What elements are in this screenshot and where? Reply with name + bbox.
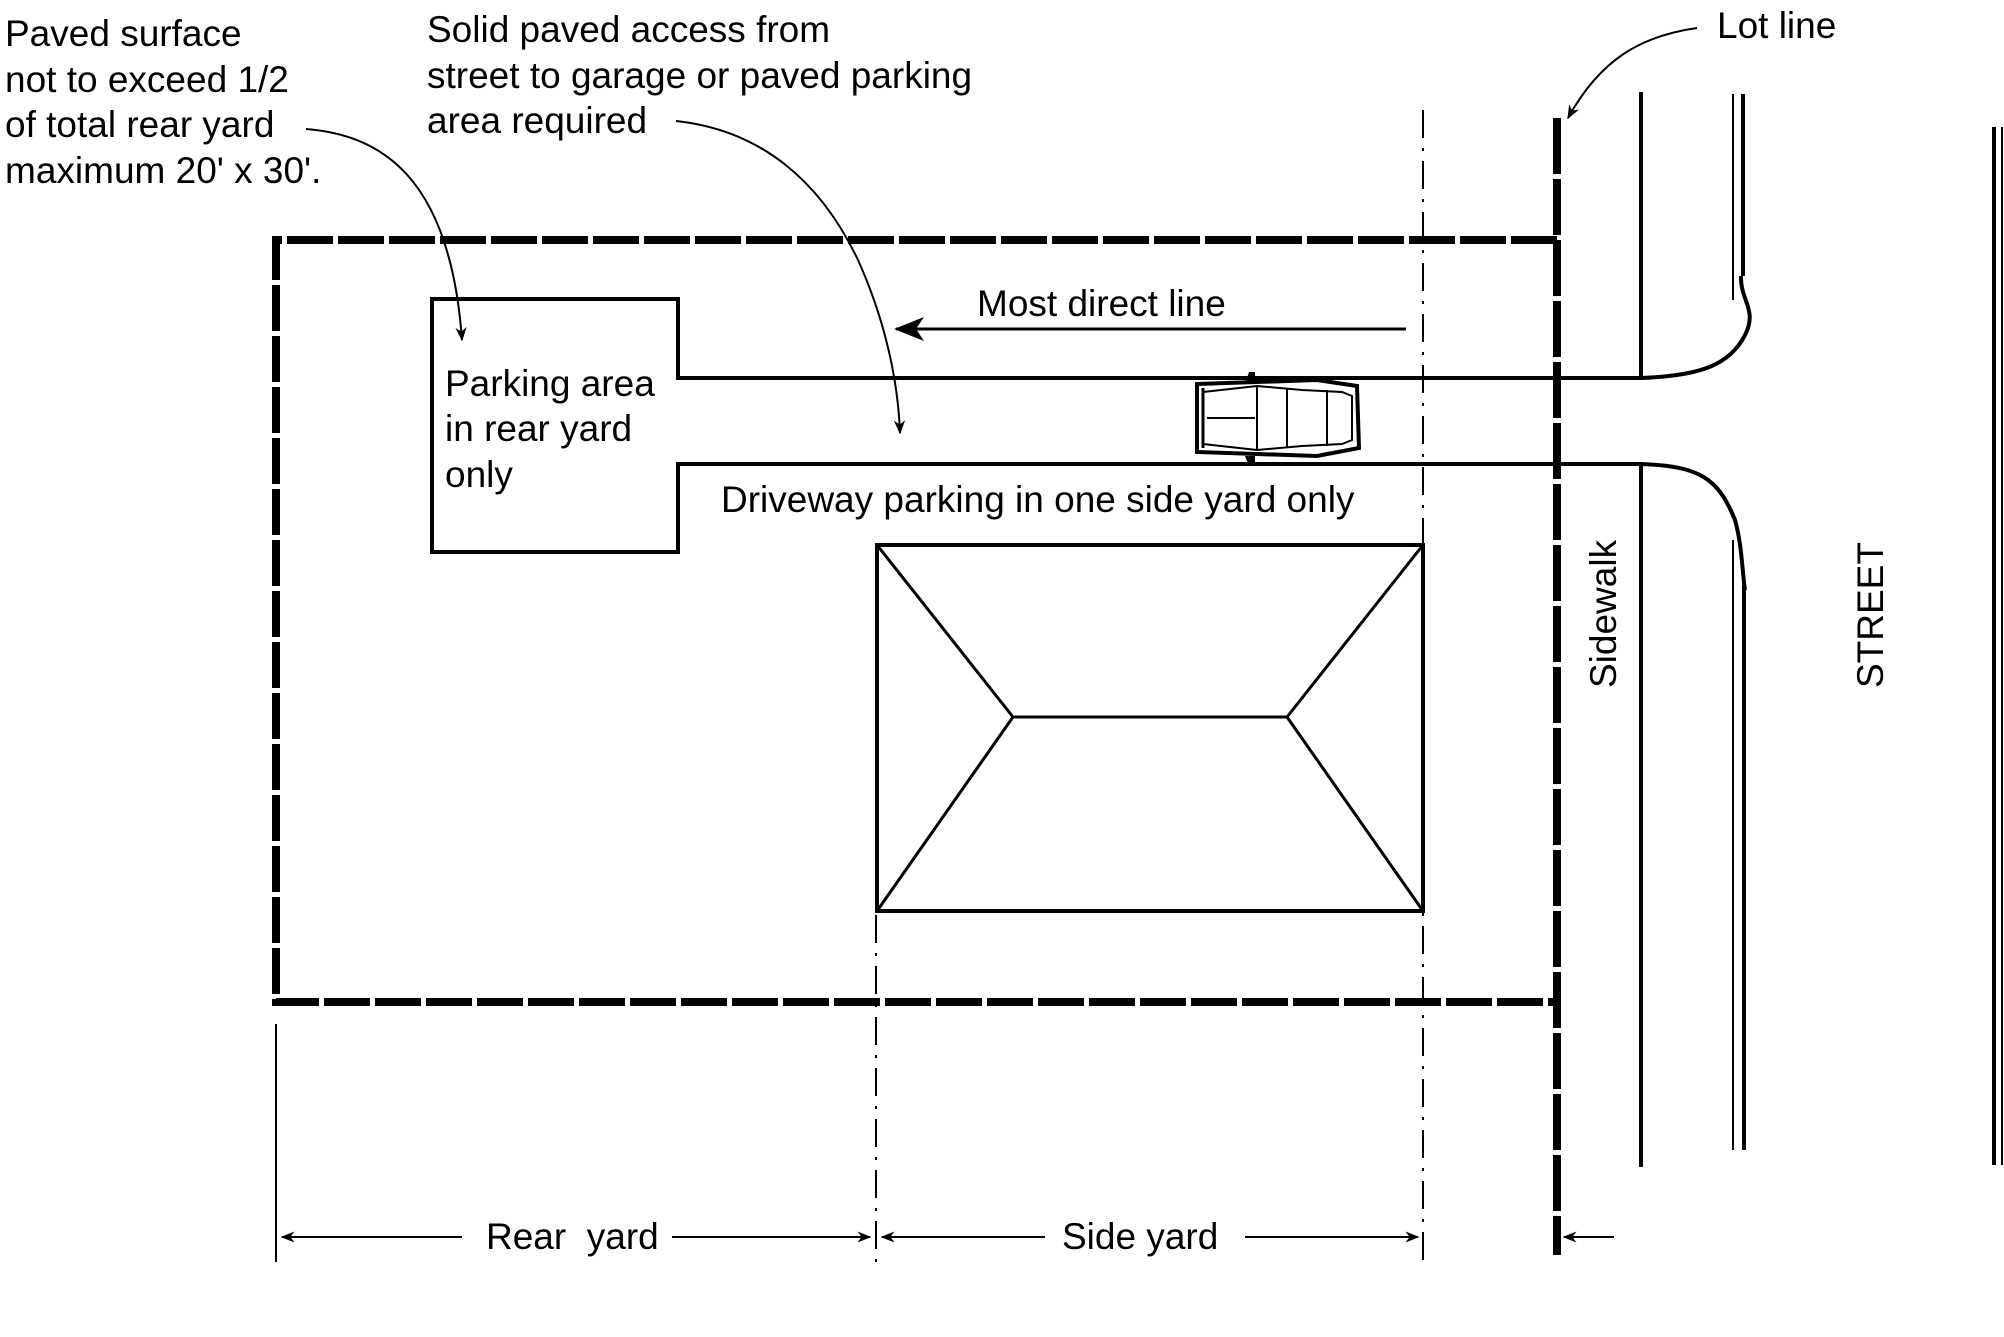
sidewalk-label: Sidewalk xyxy=(1583,539,1624,688)
far-street-edge xyxy=(1992,127,2003,1165)
paved-surface-line-4: maximum 20' x 30'. xyxy=(5,150,321,191)
curb-upper xyxy=(1732,94,1745,300)
paved-surface-leader-arrow xyxy=(305,128,467,342)
side-yard-dimension-label: Side yard xyxy=(1062,1216,1218,1257)
parking-area-note: Parking area in rear yard only xyxy=(445,363,655,495)
house-hip-roof xyxy=(875,543,1425,913)
street-label: STREET xyxy=(1850,542,1891,688)
curb-lower xyxy=(1732,540,1746,1150)
most-direct-line-label: Most direct line xyxy=(977,283,1226,324)
parking-area-and-driveway xyxy=(430,297,1557,554)
driveway-parking-label: Driveway parking in one side yard only xyxy=(721,479,1355,520)
paved-access-note: Solid paved access from street to garage… xyxy=(427,9,972,141)
lot-boundary xyxy=(272,236,1557,1006)
paved-access-line-2: street to garage or paved parking xyxy=(427,55,972,96)
paved-access-leader-arrow xyxy=(675,120,906,435)
driveway-apron-bottom xyxy=(1557,462,1747,591)
paved-surface-line-3: of total rear yard xyxy=(5,104,274,145)
paved-surface-line-1: Paved surface xyxy=(5,13,242,54)
lot-line-leader-arrow xyxy=(1567,27,1698,120)
lot-line-label: Lot line xyxy=(1717,5,1836,46)
parking-area-line-3: only xyxy=(445,454,513,495)
paved-surface-line-2: not to exceed 1/2 xyxy=(5,59,289,100)
paved-access-line-1: Solid paved access from xyxy=(427,9,830,50)
paved-surface-note: Paved surface not to exceed 1/2 of total… xyxy=(5,13,321,191)
parking-area-line-1: Parking area xyxy=(445,363,655,404)
driveway-apron-top xyxy=(1557,275,1752,380)
paved-access-line-3: area required xyxy=(427,100,647,141)
parking-area-line-2: in rear yard xyxy=(445,408,632,449)
rear-yard-dimension-label: Rear yard xyxy=(486,1216,659,1257)
car-icon xyxy=(1195,372,1362,466)
